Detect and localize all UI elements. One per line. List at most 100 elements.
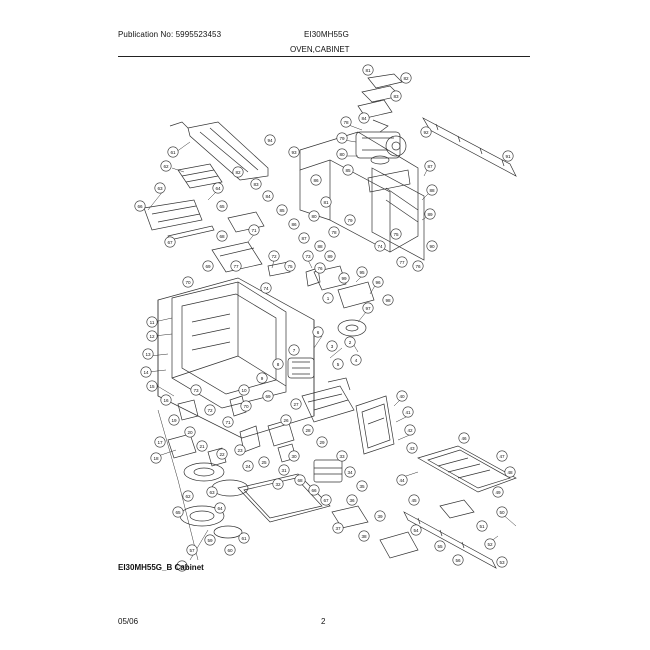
callout-circle	[420, 126, 432, 138]
section-title: OVEN,CABINET	[290, 45, 350, 54]
callout-label: 77	[399, 260, 405, 265]
callout-label: 73	[193, 388, 199, 393]
callout-label: 84	[361, 116, 367, 121]
callout-label: 86	[313, 178, 319, 183]
callout-label: 2	[349, 340, 352, 345]
callout-label: 69	[205, 264, 211, 269]
callout-label: 81	[323, 200, 329, 205]
callout-label: 80	[339, 152, 345, 157]
callout-circle	[250, 178, 262, 190]
callout-label: 20	[187, 430, 193, 435]
callout-circle	[362, 64, 374, 76]
callout-53: 53	[496, 556, 508, 568]
callout-label: 34	[347, 470, 353, 475]
callout-label: 76	[317, 266, 323, 271]
callout-label: 83	[393, 94, 399, 99]
callout-label: 1	[327, 296, 330, 301]
callout-75: 75	[390, 228, 402, 240]
callout-42: 42	[404, 424, 416, 436]
glass-tray	[237, 473, 331, 523]
callout-84: 84	[358, 112, 370, 124]
callout-12: 12	[146, 330, 158, 342]
callout-label: 88	[429, 188, 435, 193]
callout-29: 29	[316, 436, 328, 448]
right-top-rail	[422, 117, 517, 177]
callout-circle	[272, 358, 284, 370]
callout-33: 33	[336, 450, 348, 462]
callout-circle	[288, 344, 300, 356]
callout-label: 46	[461, 436, 467, 441]
callout-circle	[140, 366, 152, 378]
callout-label: 96	[375, 280, 381, 285]
callout-circle	[238, 532, 250, 544]
callout-21: 21	[196, 440, 208, 452]
callout-62: 62	[160, 160, 172, 172]
callout-label: 70	[243, 404, 249, 409]
callout-label: 13	[145, 352, 151, 357]
callout-circle	[382, 294, 394, 306]
callout-label: 82	[235, 170, 241, 175]
callout-label: 71	[251, 228, 257, 233]
callout-label: 79	[347, 218, 353, 223]
callout-circle	[167, 146, 179, 158]
callout-circle	[216, 230, 228, 242]
callout-72: 72	[204, 404, 216, 416]
callout-circle	[404, 424, 416, 436]
callout-label: 61	[170, 150, 176, 155]
callout-label: 85	[279, 208, 285, 213]
callout-circle	[322, 292, 334, 304]
callout-circle	[146, 380, 158, 392]
callout-30: 30	[288, 450, 300, 462]
callout-79: 79	[336, 132, 348, 144]
door-choke-panel	[355, 395, 395, 455]
callout-84: 84	[262, 190, 274, 202]
callout-circle	[242, 460, 254, 472]
callout-label: 82	[403, 76, 409, 81]
callout-label: 93	[291, 150, 297, 155]
callout-circle	[222, 416, 234, 428]
callout-circle	[458, 432, 470, 444]
callout-27: 27	[290, 398, 302, 410]
callout-label: 80	[311, 214, 317, 219]
callout-46: 46	[458, 432, 470, 444]
callout-94: 94	[264, 134, 276, 146]
callout-10: 10	[238, 384, 250, 396]
callout-8: 8	[272, 358, 284, 370]
callout-circle	[484, 538, 496, 550]
callout-label: 26	[283, 418, 289, 423]
callout-77: 77	[396, 256, 408, 268]
callout-circle	[206, 486, 218, 498]
callout-37: 37	[332, 522, 344, 534]
callout-99: 99	[338, 272, 350, 284]
callout-16: 16	[160, 394, 172, 406]
callout-11: 11	[146, 316, 158, 328]
model-number: EI30MH55G	[304, 30, 349, 39]
callout-circle	[316, 436, 328, 448]
callout-label: 32	[275, 482, 281, 487]
callout-97: 97	[362, 302, 374, 314]
callout-circle	[264, 134, 276, 146]
callout-71: 71	[248, 224, 260, 236]
callout-label: 69	[265, 394, 271, 399]
callout-label: 16	[163, 398, 169, 403]
bottom-plate	[417, 445, 517, 493]
callout-87: 87	[424, 160, 436, 172]
callout-63: 63	[206, 486, 218, 498]
callout-circle	[214, 502, 226, 514]
callout-40: 40	[396, 390, 408, 402]
callout-36: 36	[346, 494, 358, 506]
callout-label: 40	[399, 394, 405, 399]
callout-50: 50	[496, 506, 508, 518]
callout-6: 6	[312, 326, 324, 338]
callout-label: 73	[305, 254, 311, 259]
callout-circle	[400, 72, 412, 84]
callout-circle	[496, 506, 508, 518]
callout-circle	[278, 464, 290, 476]
callout-57: 57	[186, 544, 198, 556]
callout-circle	[216, 448, 228, 460]
callout-39: 39	[374, 510, 386, 522]
callout-circle	[336, 132, 348, 144]
callout-label: 72	[207, 408, 213, 413]
callout-52: 52	[484, 538, 496, 550]
callout-label: 44	[399, 478, 405, 483]
